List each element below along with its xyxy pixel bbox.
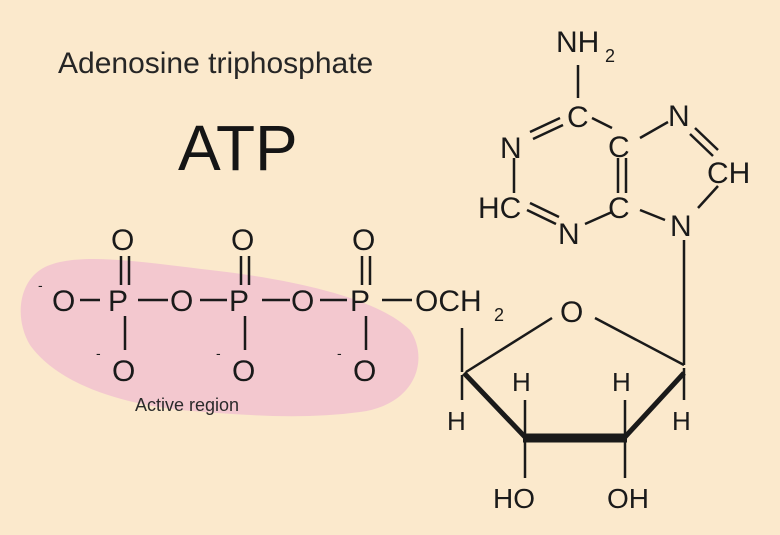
molecule-name: Adenosine triphosphate [58,47,373,80]
phosphate-chain [80,256,412,350]
atom-h-c2: H [612,367,631,397]
atom-o-bridge-1: O [170,285,193,318]
atom-c4: C [608,192,630,225]
ribose-bonds [460,316,686,478]
atom-ester-subscript: 2 [494,305,504,325]
atom-o-minus-2: O [232,355,255,388]
atom-o-double-3: O [352,224,375,257]
atom-ho-c3: HO [493,483,535,514]
atom-h-c3: H [512,367,531,397]
atom-ring-o: O [560,296,583,329]
atom-n9: N [670,210,692,243]
atom-o-double-2: O [231,224,254,257]
atom-nh2: NH [556,26,599,59]
active-region-label: Active region [135,395,239,415]
atom-c2: HC [478,192,521,225]
charge-terminal: - [38,277,43,293]
atom-h-c1: H [672,406,691,436]
atom-p-alpha: P [350,285,370,318]
atom-p-gamma: P [108,285,128,318]
atom-p-beta: P [229,285,249,318]
ribose-atoms: O H H H H HO OH [447,296,691,514]
charge-3: - [337,345,342,361]
atom-ester-och2: OCH [415,285,482,318]
atom-n7: N [668,100,690,133]
atom-c5: C [608,131,630,164]
atom-n1: N [500,132,522,165]
active-region-highlight [20,259,419,417]
atom-o-bridge-2: O [291,285,314,318]
atom-h-c4: H [447,406,466,436]
atom-c8: CH [707,157,750,190]
molecule-abbreviation: ATP [178,112,298,184]
atom-c6: C [567,101,589,134]
phosphate-atoms: O O O - O P O P O P OCH 2 - O - O - O [38,224,504,388]
atom-o-minus-3: O [353,355,376,388]
atom-o-double-1: O [111,224,134,257]
atom-o-terminal: O [52,285,75,318]
adenine-bonds [512,65,719,365]
atom-nh2-subscript: 2 [605,46,615,66]
charge-1: - [96,345,101,361]
charge-2: - [216,345,221,361]
atom-n3: N [558,218,580,251]
adenine-atoms: NH 2 C N C N CH HC C N N [478,26,750,251]
atom-oh-c2: OH [607,483,649,514]
atom-o-minus-1: O [112,355,135,388]
